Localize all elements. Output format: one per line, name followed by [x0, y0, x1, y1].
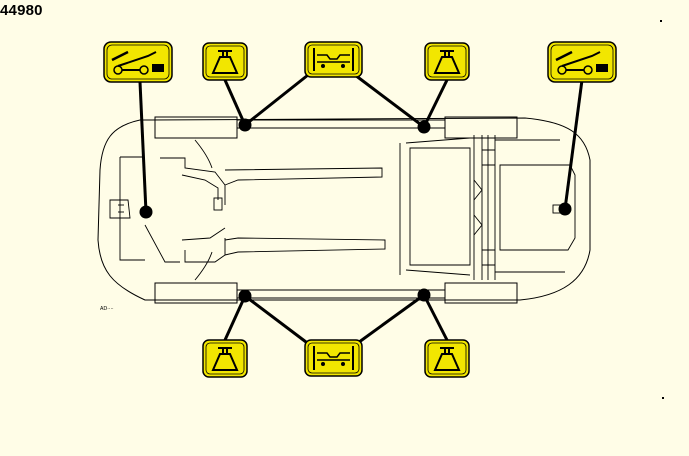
lift-point-rear-right [417, 288, 431, 302]
lift-point-markers [139, 118, 572, 303]
axle-stand-icon [202, 42, 248, 81]
left-sill [237, 119, 445, 129]
axle-stand-icon [424, 339, 470, 378]
vehicle-body-outline [97, 117, 591, 301]
small-reference-code: AD···· [100, 306, 114, 312]
figure-id: 44980 [0, 2, 43, 19]
front-subframe [109, 139, 226, 281]
right-sill [237, 289, 445, 299]
rear-right-wheel [444, 282, 518, 304]
floor-rails [224, 167, 386, 256]
lift-point-rear-left [417, 120, 431, 134]
axle-stand-icon [202, 339, 248, 378]
lift-point-front-right [238, 289, 252, 303]
rear-left-wheel [444, 116, 518, 139]
two-post-lift-icon [304, 339, 363, 377]
speck [660, 20, 662, 22]
leader-lines [138, 73, 584, 347]
two-post-lift-icon [304, 41, 363, 78]
rear-subframe [399, 135, 576, 280]
trolley-jack-icon [103, 41, 173, 83]
lift-point-rear-center [558, 202, 572, 216]
trolley-jack-icon [547, 41, 617, 83]
axle-stand-icon [424, 42, 470, 81]
front-right-wheel [154, 282, 238, 304]
lift-point-front-center [139, 205, 153, 219]
speck [662, 397, 664, 399]
lift-point-front-left [238, 118, 252, 132]
